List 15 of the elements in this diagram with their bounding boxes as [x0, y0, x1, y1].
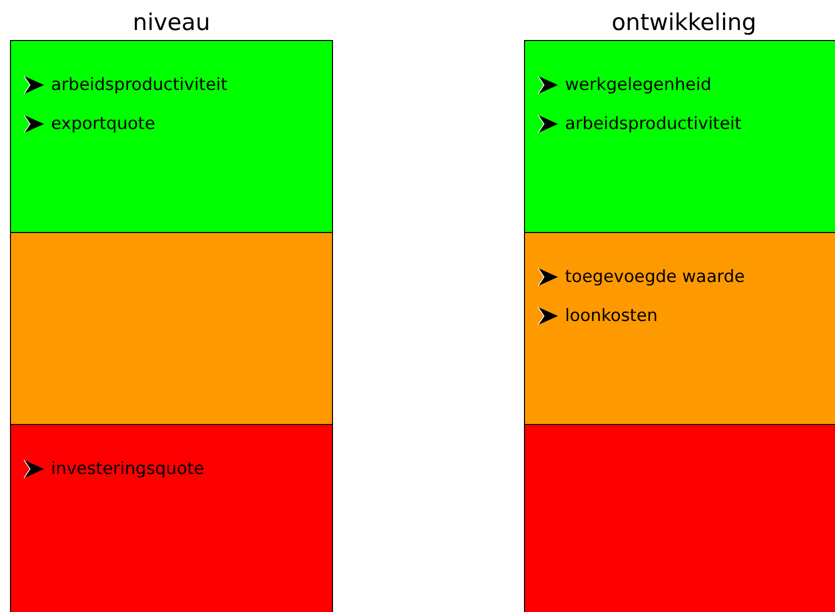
- colored-band: [10, 424, 333, 612]
- colored-band: [10, 40, 333, 234]
- list-item-text: arbeidsproductiviteit: [51, 74, 228, 94]
- list-item-text: toegevoegde waarde: [565, 266, 745, 286]
- colored-band: [524, 424, 835, 612]
- column-heading: ontwikkeling: [610, 9, 758, 38]
- list-item-text: arbeidsproductiviteit: [565, 114, 742, 134]
- colored-band: [524, 40, 835, 234]
- list-item-text: loonkosten: [565, 306, 658, 326]
- list-item-text: investeringsquote: [51, 458, 204, 478]
- list-item-text: werkgelegenheid: [565, 74, 712, 94]
- colored-band: [524, 232, 835, 426]
- column-heading: niveau: [132, 9, 212, 38]
- colored-band: [10, 232, 333, 426]
- list-item-text: exportquote: [51, 114, 156, 134]
